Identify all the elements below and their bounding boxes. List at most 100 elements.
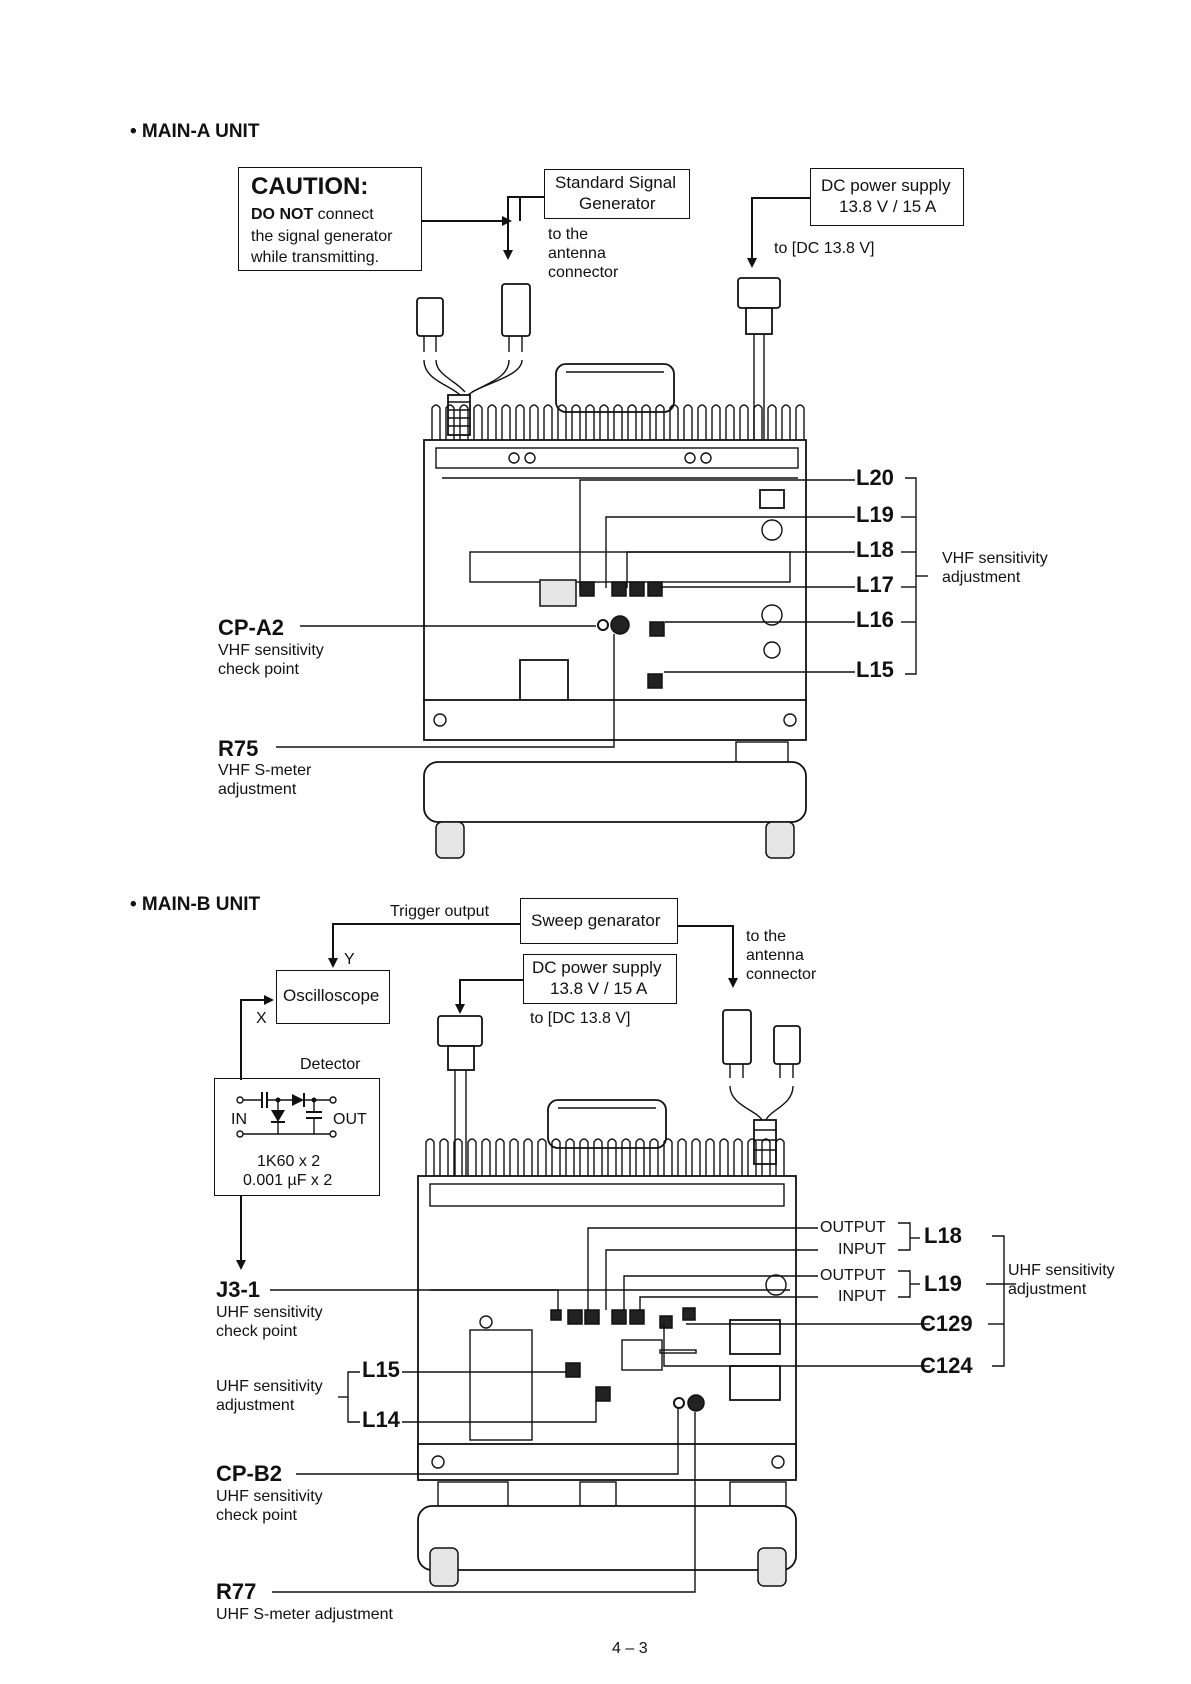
oscilloscope-box: Oscilloscope bbox=[276, 970, 390, 1024]
heatsink-fin bbox=[635, 1138, 645, 1176]
heatsink-fin bbox=[705, 1138, 715, 1176]
uhf-bracket-line2: adjustment bbox=[1008, 1281, 1087, 1298]
main-b-title: • MAIN-B UNIT bbox=[130, 894, 261, 915]
sweep-note-line2: antenna bbox=[746, 947, 804, 964]
heatsink-fin bbox=[523, 1138, 533, 1176]
heatsink-fin bbox=[607, 1138, 617, 1176]
heatsink-fin bbox=[795, 404, 805, 440]
heatsink-fin bbox=[537, 1138, 547, 1176]
heatsink-fin bbox=[739, 404, 749, 440]
heatsink-fin bbox=[655, 404, 665, 440]
heatsink-fin bbox=[753, 404, 763, 440]
ssg-line2: Generator bbox=[579, 194, 656, 213]
detector-line2: 0.001 µF x 2 bbox=[243, 1172, 333, 1189]
heatsink-fin bbox=[711, 404, 721, 440]
heatsink-fin bbox=[669, 404, 679, 440]
heatsink-fin bbox=[579, 1138, 589, 1176]
dc-power-supply-box-a: DC power supply 13.8 V / 15 A bbox=[810, 168, 964, 226]
detector-line1: 1K60 x 2 bbox=[257, 1153, 321, 1170]
dc-a-note: to [DC 13.8 V] bbox=[774, 240, 875, 257]
j3-1-label: J3-1 bbox=[216, 1277, 261, 1302]
coil-b-l19: L19 bbox=[924, 1271, 962, 1296]
detector-box: IN OUT 1K60 x 2 0.001 µF x 2 bbox=[214, 1078, 380, 1196]
heatsink-fin bbox=[501, 404, 511, 440]
heatsink-fin bbox=[683, 404, 693, 440]
heatsink-fin bbox=[481, 1138, 491, 1176]
r77-label: R77 bbox=[216, 1579, 257, 1604]
heatsink-fin bbox=[691, 1138, 701, 1176]
uhf-bracket-line1: UHF sensitivity bbox=[1008, 1262, 1115, 1279]
r77-line1: UHF S-meter adjustment bbox=[216, 1606, 393, 1623]
heatsink-fin bbox=[515, 404, 525, 440]
l18-input: INPUT bbox=[838, 1241, 886, 1258]
heatsink-fin bbox=[663, 1138, 673, 1176]
coil-l16: L16 bbox=[856, 607, 894, 632]
heatsink-fin bbox=[543, 404, 553, 440]
heatsink-fin bbox=[697, 404, 707, 440]
cp-b2-line1: UHF sensitivity bbox=[216, 1488, 323, 1505]
j3-1-line2: check point bbox=[216, 1323, 297, 1340]
sweep-note-line1: to the bbox=[746, 928, 787, 945]
coil-l17: L17 bbox=[856, 572, 894, 597]
sweep-generator-label: Sweep genarator bbox=[531, 911, 661, 930]
caution-line3: while transmitting. bbox=[251, 249, 380, 266]
heatsink-fin bbox=[445, 404, 455, 440]
main-b-drawing bbox=[236, 923, 1016, 1593]
heatsink-fin bbox=[473, 404, 483, 440]
uhf-left-line2: adjustment bbox=[216, 1397, 295, 1414]
cp-b2-label: CP-B2 bbox=[216, 1461, 283, 1486]
heatsink-fin bbox=[621, 1138, 631, 1176]
detector-title: Detector bbox=[300, 1056, 361, 1073]
cp-a2-line2: check point bbox=[218, 661, 299, 678]
r75-line1: VHF S-meter bbox=[218, 762, 312, 779]
heatsink-fin bbox=[775, 1138, 785, 1176]
heatsink-fin bbox=[509, 1138, 519, 1176]
r75-label: R75 bbox=[218, 736, 259, 761]
ssg-note-line3: connector bbox=[548, 264, 619, 281]
heatsink-fin bbox=[761, 1138, 771, 1176]
vhf-bracket-line2: adjustment bbox=[942, 569, 1021, 586]
heatsink-fin bbox=[529, 404, 539, 440]
heatsink-fin bbox=[599, 404, 609, 440]
heatsink-fin bbox=[593, 1138, 603, 1176]
heatsink-fin bbox=[725, 404, 735, 440]
caution-box: CAUTION: DO NOT connect the signal gener… bbox=[238, 167, 422, 271]
coil-b-l14: L14 bbox=[362, 1407, 400, 1432]
heatsink-fin bbox=[641, 404, 651, 440]
sweep-note-line3: connector bbox=[746, 966, 817, 983]
l19-input: INPUT bbox=[838, 1288, 886, 1305]
heatsink-fin bbox=[585, 404, 595, 440]
y-input-label: Y bbox=[344, 951, 355, 968]
heatsink-fin bbox=[767, 404, 777, 440]
vhf-bracket-line1: VHF sensitivity bbox=[942, 550, 1048, 567]
heatsink-fin bbox=[733, 1138, 743, 1176]
heatsink-fin bbox=[613, 404, 623, 440]
detector-out: OUT bbox=[333, 1111, 367, 1128]
heatsink-fin bbox=[781, 404, 791, 440]
heatsink-fin bbox=[557, 404, 567, 440]
uhf-left-line1: UHF sensitivity bbox=[216, 1378, 323, 1395]
heatsink-fin bbox=[487, 404, 497, 440]
heatsink-fin bbox=[439, 1138, 449, 1176]
heatsink-fin bbox=[747, 1138, 757, 1176]
heatsink-fin bbox=[649, 1138, 659, 1176]
heatsink-fin bbox=[571, 404, 581, 440]
trigger-output-label: Trigger output bbox=[390, 903, 490, 920]
x-input-label: X bbox=[256, 1010, 267, 1027]
dc-b-line2: 13.8 V / 15 A bbox=[550, 979, 648, 998]
ssg-note-line2: antenna bbox=[548, 245, 606, 262]
heatsink-fin bbox=[425, 1138, 435, 1176]
standard-signal-generator-box: Standard Signal Generator bbox=[544, 169, 690, 219]
heatsink-fin bbox=[677, 1138, 687, 1176]
ssg-line1: Standard Signal bbox=[555, 173, 676, 192]
cap-c129: C129 bbox=[920, 1311, 973, 1336]
l18-output: OUTPUT bbox=[820, 1219, 886, 1236]
coil-b-l18: L18 bbox=[924, 1223, 962, 1248]
detector-schematic bbox=[236, 1092, 337, 1138]
l19-output: OUTPUT bbox=[820, 1267, 886, 1284]
cap-c124: C124 bbox=[920, 1353, 973, 1378]
dc-b-line1: DC power supply bbox=[532, 958, 662, 977]
main-a-title: • MAIN-A UNIT bbox=[130, 121, 260, 142]
main-a-drawing bbox=[276, 196, 928, 859]
